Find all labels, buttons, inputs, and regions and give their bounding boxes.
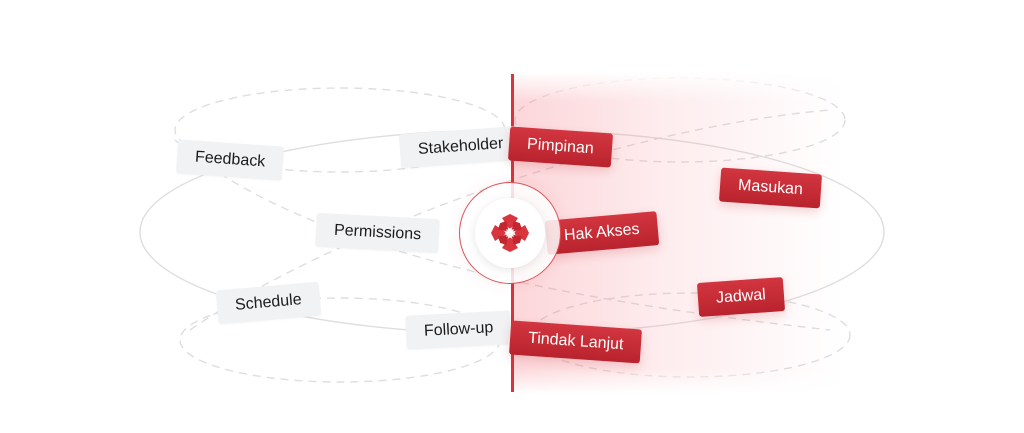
tag-label: Schedule: [234, 291, 303, 314]
tag-label: Masukan: [737, 176, 804, 199]
tag-label: Jadwal: [715, 286, 767, 307]
tag-masukan: Masukan: [718, 167, 822, 209]
tag-label: Stakeholder: [417, 135, 504, 158]
tag-label: Permissions: [333, 221, 422, 244]
orbit-dashed-right-top: [514, 77, 846, 163]
tag-label: Pimpinan: [526, 135, 595, 158]
orbit-cross-a: [174, 139, 831, 331]
tag-pimpinan: Pimpinan: [507, 126, 613, 168]
tag-feedback: Feedback: [175, 139, 285, 181]
tag-permissions: Permissions: [315, 212, 440, 254]
red-petal-logo-icon: [491, 214, 529, 252]
tag-jadwal: Jadwal: [696, 277, 785, 317]
tag-follow-up: Follow-up: [405, 310, 513, 350]
tag-label: Hak Akses: [563, 220, 641, 245]
tag-label: Follow-up: [423, 319, 494, 340]
tag-label: Feedback: [194, 148, 266, 171]
tag-label: Tindak Lanjut: [527, 329, 624, 354]
